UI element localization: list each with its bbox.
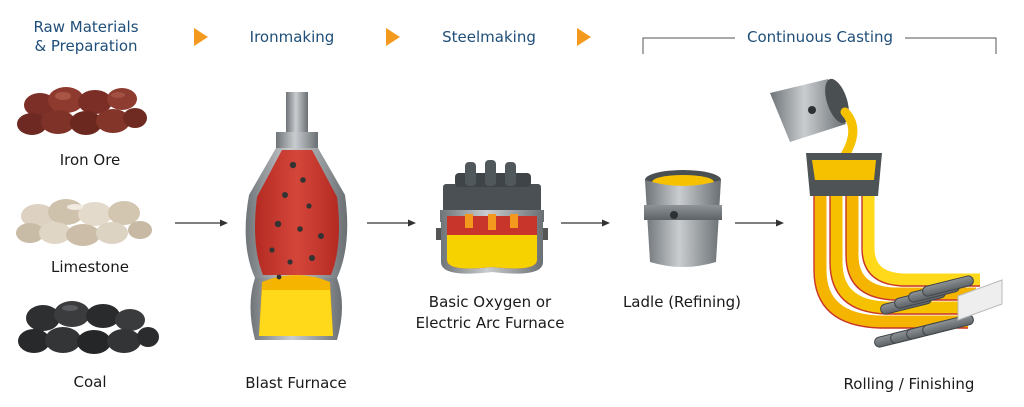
label-iron-ore: Iron Ore [59,151,121,169]
stage-steelmaking: Steelmaking [442,28,536,46]
stage-chevron-1 [194,28,208,46]
stage-continuous-casting: Continuous Casting [746,28,894,46]
steelmaking-furnace [436,160,548,274]
label-limestone: Limestone [51,258,129,276]
continuous-caster [770,78,1003,348]
limestone-pile [16,199,152,246]
stage-chevron-3 [577,28,591,46]
casting-bracket [642,37,997,54]
label-steelmaking-furnace: Basic Oxygen or Electric Arc Furnace [415,293,565,332]
coal-pile [18,301,159,354]
label-ladle: Ladle (Refining) [622,293,742,311]
stage-raw-materials: Raw Materials & Preparation [33,18,139,55]
flow-arrows [175,219,784,227]
stage-chevron-2 [386,28,400,46]
ladle [644,170,722,267]
label-rolling-finishing: Rolling / Finishing [843,375,975,393]
label-blast-furnace: Blast Furnace [245,374,347,392]
stage-ironmaking: Ironmaking [249,28,335,46]
iron-ore-pile [17,87,147,135]
blast-furnace [245,92,348,340]
label-coal: Coal [73,373,107,391]
